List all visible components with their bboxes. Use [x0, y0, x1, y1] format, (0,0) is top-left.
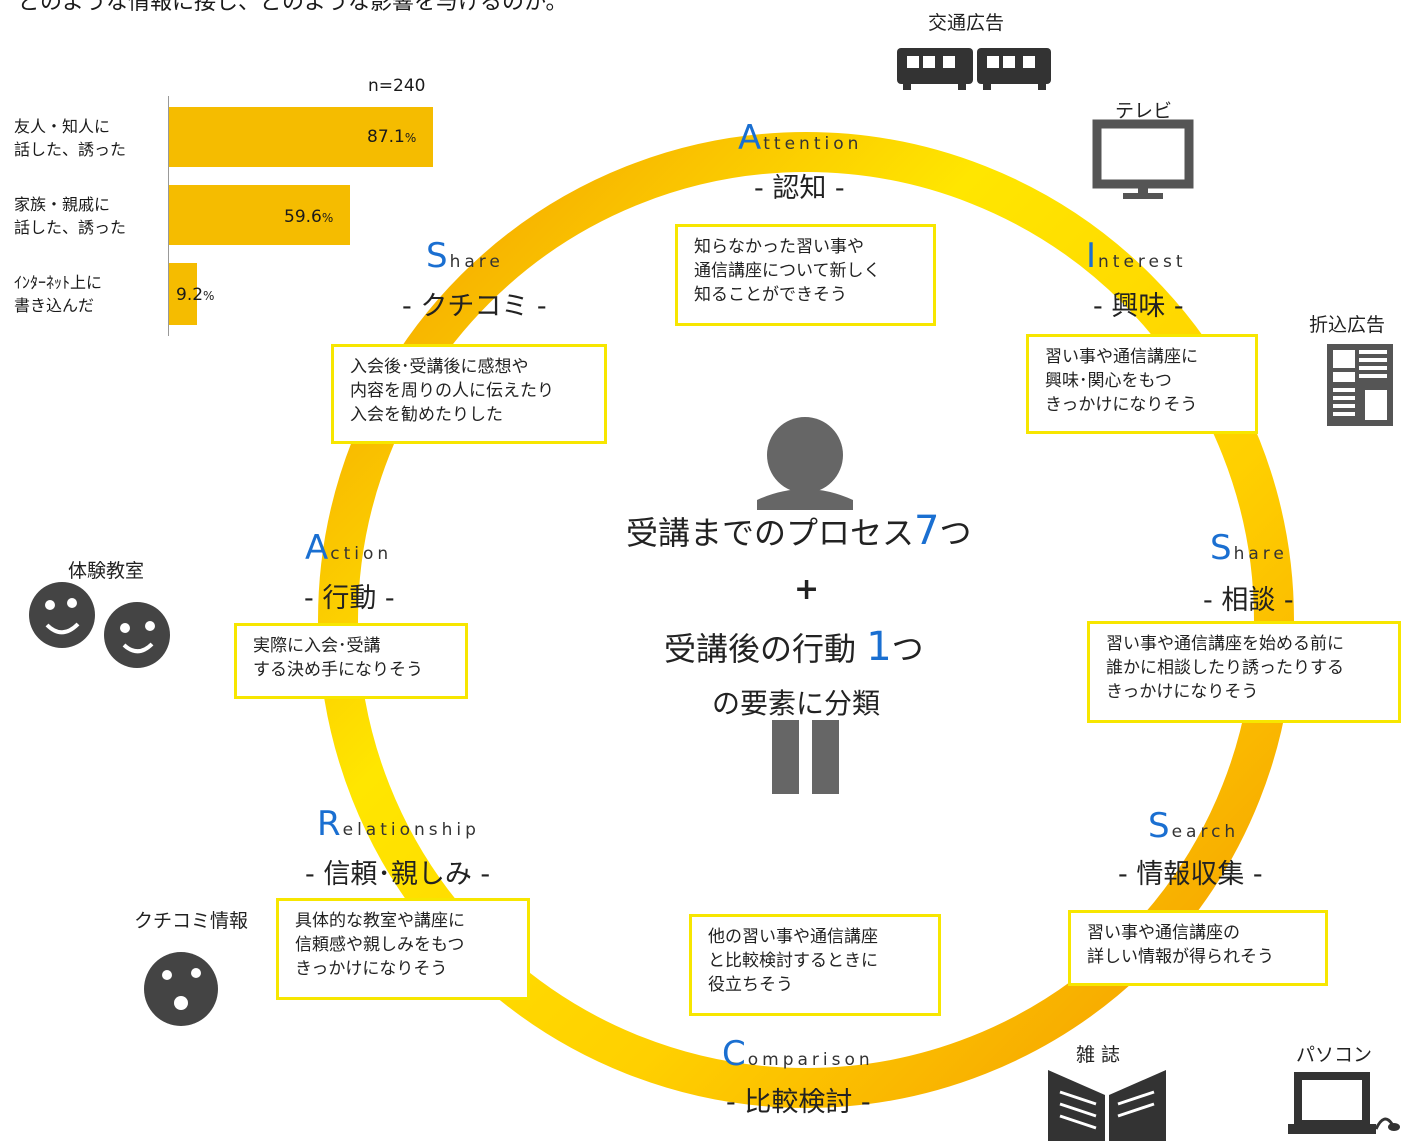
intro-text: どのような情報に接し、どのような影響を与けるのか。 [18, 0, 568, 15]
surprised-face-icon [144, 952, 218, 1026]
bar-label-line: 書き込んだ [14, 296, 95, 315]
train-icon [897, 48, 1051, 90]
bar-chart-n: n=240 [368, 76, 426, 96]
bar-mark [169, 107, 433, 167]
flyer-icon [1327, 344, 1393, 426]
bar-value-label: 87.1% [367, 127, 417, 147]
bar-label: ｲﾝﾀｰﾈｯﾄ上に 書き込んだ [14, 271, 102, 317]
media-label-kuchikomi: クチコミ情報 [134, 910, 249, 932]
media-label-tv: テレビ [1115, 100, 1173, 122]
center-plus: + [794, 572, 820, 607]
magazine-icon [1048, 1070, 1166, 1141]
stage-attention-en: Attention [738, 118, 863, 158]
stage-interest-en: Interest [1086, 236, 1187, 276]
bar-label: 家族・親戚に 話した、誘った [14, 193, 126, 239]
media-label-flyer: 折込広告 [1309, 314, 1386, 336]
stage-share-kuchikomi-box: 入会後･受講後に感想や内容を周りの人に伝えたり入会を勧めたりした [331, 344, 607, 444]
stage-relationship-ja: - 信頼･親しみ - [305, 859, 491, 890]
center-line-2: 受講後の行動 1つ [664, 624, 924, 670]
stage-search-box: 習い事や通信講座の詳しい情報が得られそう [1068, 910, 1328, 986]
bar-label-line: 友人・知人に [14, 117, 111, 136]
bar-chart-axis [168, 96, 169, 336]
smiling-faces-icon [29, 582, 170, 668]
bar-label: 友人・知人に 話した、誘った [14, 115, 126, 161]
stage-share-consult-en: Share [1210, 528, 1288, 568]
stage-action-ja: - 行動 - [304, 583, 395, 614]
stage-share-consult-box: 習い事や通信講座を始める前に誰かに相談したり誘ったりするきっかけになりそう [1087, 621, 1401, 723]
bar-label-line: ｲﾝﾀｰﾈｯﾄ上に [14, 273, 103, 292]
center-line-1: 受講までのプロセス7つ [626, 508, 972, 554]
stage-interest-box: 習い事や通信講座に興味･関心をもつきっかけになりそう [1026, 334, 1258, 434]
bar-label-line: 話した、誘った [14, 218, 127, 237]
stage-share-kuchikomi-ja: - クチコミ - [402, 291, 547, 322]
stage-share-consult-ja: - 相談 - [1203, 585, 1294, 616]
media-label-trial: 体験教室 [68, 560, 145, 582]
stage-interest-ja: - 興味 - [1093, 291, 1184, 322]
stage-share-kuchikomi-en: Share [426, 236, 504, 276]
center-line-3: の要素に分類 [712, 687, 881, 720]
stage-comparison-en: Comparison [722, 1034, 874, 1074]
bar-label-line: 話した、誘った [14, 140, 127, 159]
bar-mark [169, 263, 197, 325]
stage-action-en: Action [305, 528, 393, 568]
bar-value-label: 59.6% [284, 207, 334, 227]
media-label-transit: 交通広告 [928, 12, 1005, 34]
stage-comparison-box: 他の習い事や通信講座と比較検討するときに役立ちそう [689, 914, 941, 1016]
bar-value-label: 9.2% [176, 285, 215, 305]
stage-search-ja: - 情報収集 - [1118, 859, 1263, 890]
stage-attention-box: 知らなかった習い事や通信講座について新しく知ることができそう [675, 224, 936, 326]
stage-relationship-box: 具体的な教室や講座に信頼感や親しみをもつきっかけになりそう [276, 898, 530, 1000]
laptop-icon [1288, 1072, 1400, 1134]
stage-search-en: Search [1148, 806, 1240, 846]
stage-action-box: 実際に入会･受講する決め手になりそう [234, 623, 468, 699]
process-ring [318, 132, 1294, 1108]
media-label-pc: パソコン [1296, 1044, 1373, 1066]
media-label-magazine: 雑 誌 [1076, 1044, 1121, 1066]
equals-icon [772, 720, 839, 794]
stage-attention-ja: - 認知 - [754, 173, 845, 204]
bar-label-line: 家族・親戚に [14, 195, 111, 214]
stage-relationship-en: Relationship [317, 804, 480, 844]
stage-comparison-ja: - 比較検討 - [726, 1087, 871, 1118]
tv-icon [1092, 119, 1194, 199]
person-icon [757, 417, 853, 510]
bar-mark [169, 185, 350, 245]
